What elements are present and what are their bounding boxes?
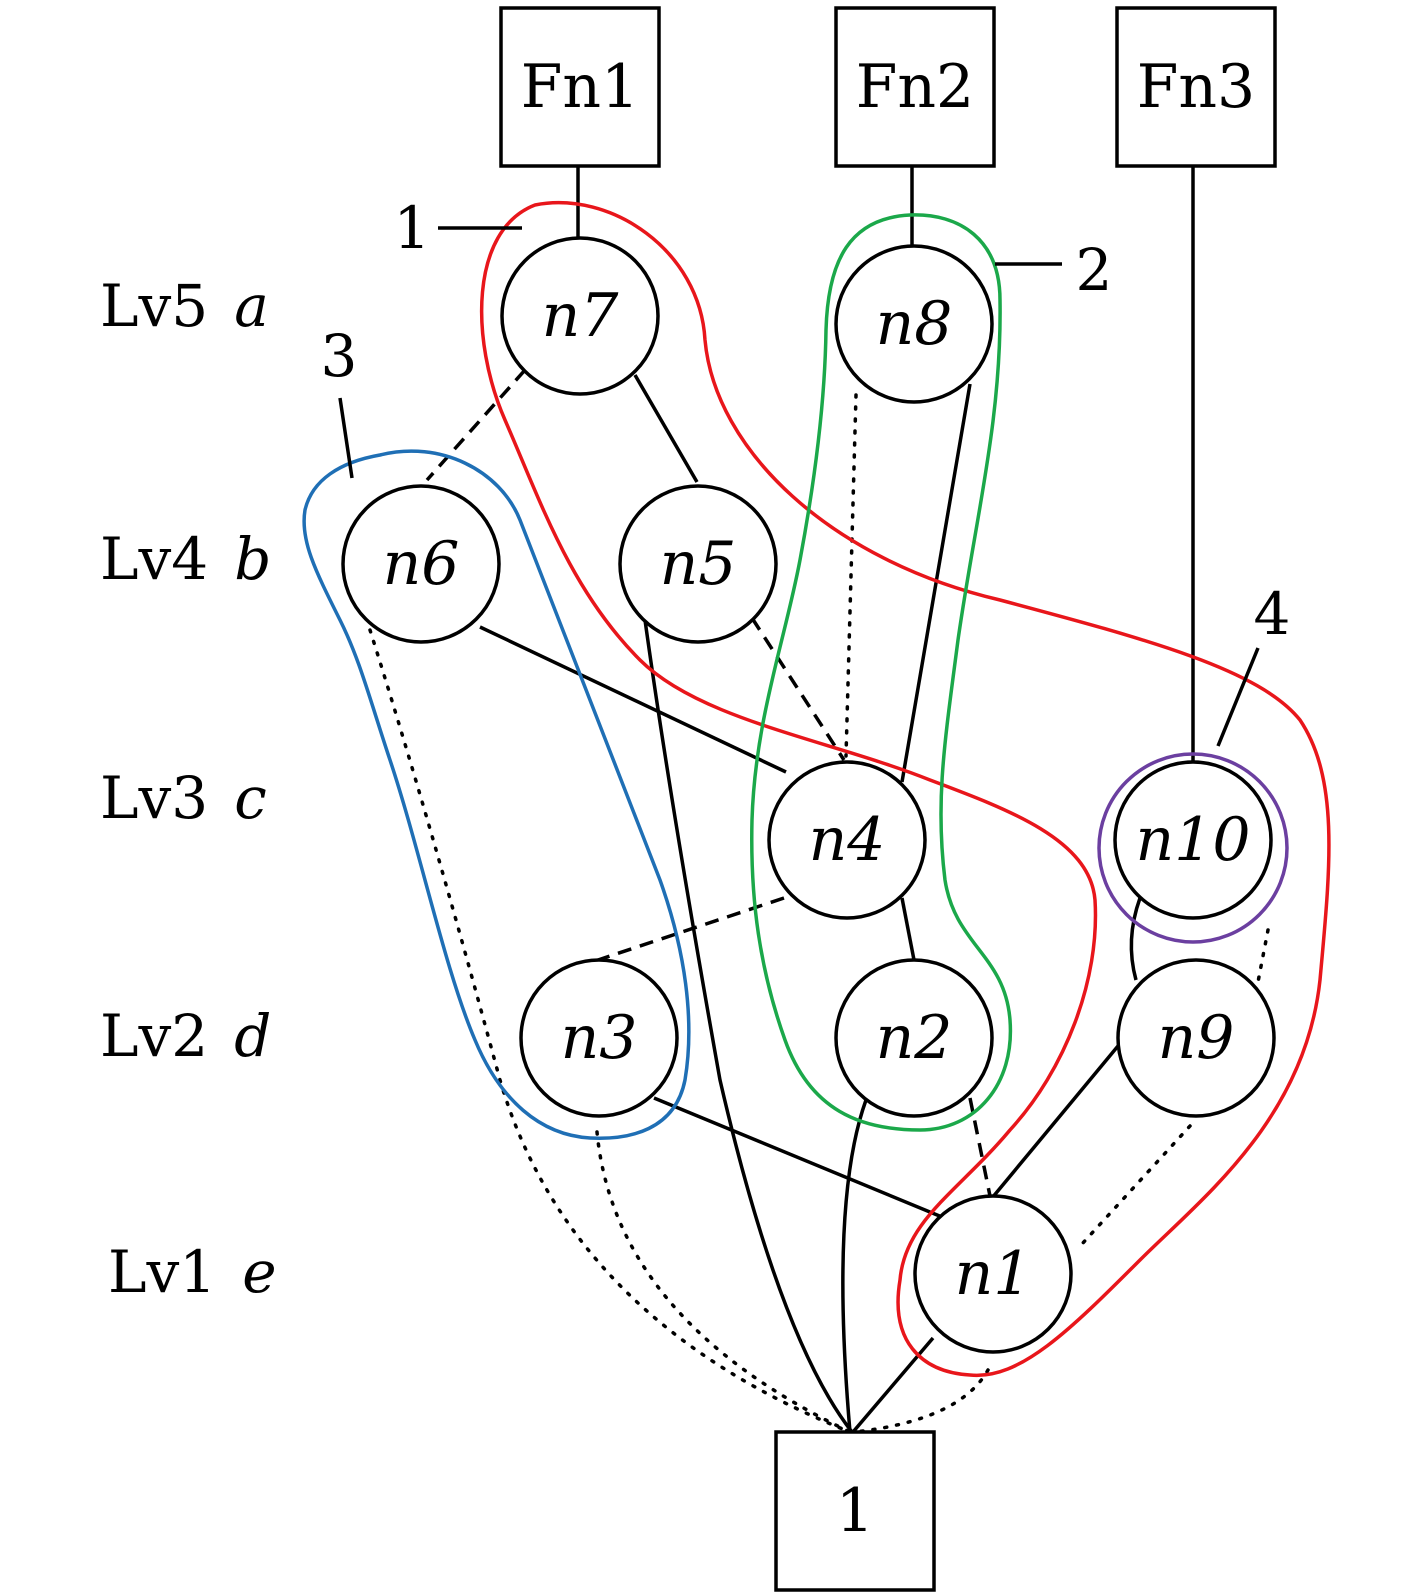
edge-n2-one [841,1099,868,1433]
node-n3-label: n3 [561,1003,638,1073]
level-4-var: b [234,525,271,593]
group-4-outline [1097,752,1289,944]
node-n2-label: n2 [876,1003,953,1073]
level-5-var: a [234,272,269,340]
node-n3 [519,958,679,1118]
edge-n8-n4-solid [900,383,972,783]
node-n9-label: n9 [1158,1003,1235,1073]
callout-3-label: 3 [321,322,358,390]
level-1-label: Lv1 e [108,1238,277,1306]
edge-n9-n1 [990,1044,1120,1200]
node-n8 [834,244,994,404]
edge-n8-n4 [844,393,858,758]
edge-n1-one [851,1336,935,1434]
callout-2-label: 2 [1076,236,1113,304]
node-n2 [834,958,994,1118]
terminals: Fn1 Fn2 Fn3 1 [499,6,1277,1592]
level-3-name: Lv3 [100,764,208,832]
level-4-label: Lv4 b [100,525,271,593]
terminal-one-box [774,1430,936,1592]
level-2-label: Lv2 d [100,1002,271,1070]
edge-n5-one [643,619,854,1434]
nodes: n7 n8 n6 n5 n4 n10 n3 n2 n9 n1 [341,236,1276,1354]
callout-1-label: 1 [394,194,431,262]
edge-n10-n9 [1129,897,1142,981]
level-labels: Lv5 a Lv4 b Lv3 c Lv2 d Lv1 e [100,272,277,1306]
level-3-var: c [234,764,266,832]
edge-n7-n6 [425,368,527,482]
edge-n6-one [368,628,852,1434]
level-2-name: Lv2 [100,1002,208,1070]
edge-n6-n4 [479,625,787,774]
terminal-fn3-label: Fn3 [1137,52,1255,122]
level-4-name: Lv4 [100,525,208,593]
node-n10 [1113,760,1273,920]
level-5-name: Lv5 [100,272,208,340]
node-n7-label: n7 [542,281,620,351]
node-n1-label: n1 [955,1239,1032,1309]
terminal-one-label: 1 [836,1476,874,1546]
node-n6-label: n6 [383,529,460,599]
node-n7 [500,236,660,396]
edge-n9-n1-dotted [1080,1124,1192,1246]
group-2-outline [750,213,1013,1132]
node-n8-label: n8 [876,289,953,359]
terminal-fn2-label: Fn2 [856,52,974,122]
node-n5 [618,484,778,644]
edge-n7-n5 [633,374,699,483]
node-n1 [913,1194,1073,1354]
groups [302,200,1331,1378]
level-3-label: Lv3 c [100,764,267,832]
level-2-var: d [234,1002,271,1070]
group-3-outline [302,449,691,1140]
terminal-fn3-box [1115,6,1277,168]
callout-4-label: 4 [1254,580,1291,648]
terminal-fn1-box [499,6,661,168]
edge-n4-n2 [900,897,916,961]
node-n9 [1116,958,1276,1118]
edge-n10-n9-dotted [1256,928,1270,984]
node-n4-label: n4 [809,805,886,875]
edges [368,166,1270,1434]
edge-n3-n1 [653,1096,943,1219]
callout-3-leader [338,397,354,479]
edge-n3-one [595,1130,852,1434]
node-n4 [767,760,927,920]
node-n5-label: n5 [660,529,737,599]
group-callouts: 1 2 3 4 [321,194,1291,747]
level-1-var: e [242,1238,276,1306]
terminal-fn2-box [834,6,996,168]
terminal-fn1-label: Fn1 [521,52,639,122]
edge-n2-n1 [968,1097,992,1197]
edge-n1-one-dotted [853,1368,990,1434]
edge-n5-n4 [750,617,846,761]
level-1-name: Lv1 [108,1238,216,1306]
edge-n4-n3 [597,896,785,962]
group-1-outline [479,200,1331,1378]
callout-4-leader [1216,647,1260,747]
level-5-label: Lv5 a [100,272,269,340]
node-n10-label: n10 [1136,805,1251,875]
node-n6 [341,484,501,644]
